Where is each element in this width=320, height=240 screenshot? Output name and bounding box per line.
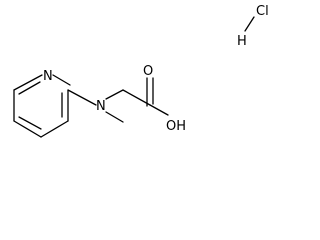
chlorine-label: Cl [256, 4, 269, 19]
ring-bond-c4-c5 [13, 120, 42, 138]
hcl-salt: Cl H [237, 4, 269, 49]
ring-bond-c3-c3-inner [18, 81, 41, 95]
hydroxyl-label: OH [166, 119, 186, 134]
ring-bond-c5-c6 [40, 120, 69, 138]
hydrogen-label: H [237, 34, 247, 49]
n-methyl-bond [105, 111, 124, 123]
n-ch2-bond [105, 89, 124, 100]
carbonyl-oxygen-label: O [143, 64, 153, 79]
pyridine-ring: N [13, 69, 71, 138]
structure-diagram: Cl H N N O OH [13, 4, 269, 138]
ring-bond-c4-c5-inner [18, 116, 42, 130]
h-cl-bond [244, 16, 255, 32]
c-oh-bond [149, 104, 169, 116]
carboxyl-group: O OH [143, 64, 186, 134]
bond-ring-to-amine [67, 89, 97, 106]
amine-group: N [67, 89, 151, 123]
ring-bond-c2-c3 [13, 74, 43, 91]
ring-bond-n1-c2 [52, 74, 71, 86]
ring-nitrogen-label: N [43, 69, 53, 84]
amine-nitrogen-label: N [96, 99, 106, 114]
ch2-carboxyl-bond [122, 89, 151, 106]
